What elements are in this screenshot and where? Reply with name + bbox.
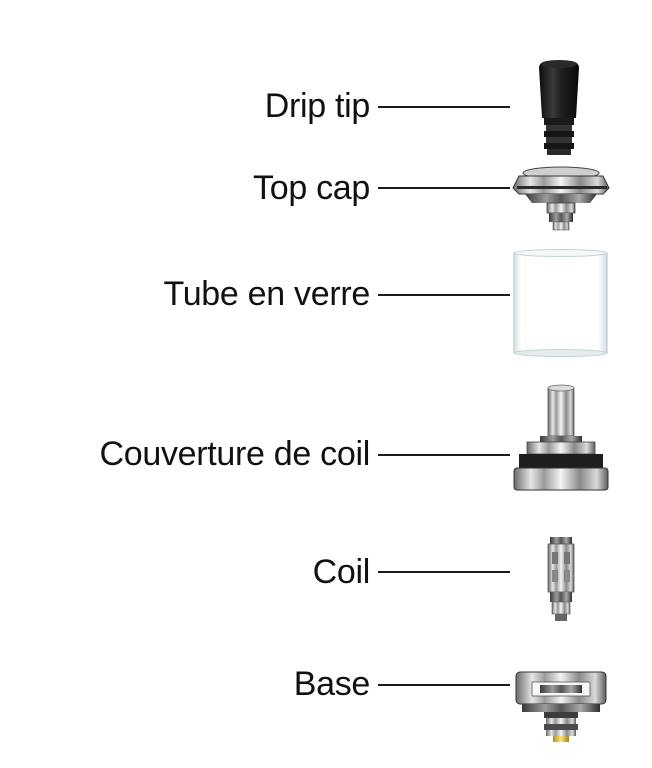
label-glass-tube: Tube en verre — [163, 275, 370, 313]
leader-line-drip-tip — [378, 106, 510, 108]
label-top-cap: Top cap — [253, 169, 370, 207]
label-base: Base — [293, 665, 371, 703]
glass-tube-icon — [513, 249, 608, 357]
leader-line-top-cap — [378, 187, 510, 189]
leader-line-base — [378, 684, 510, 686]
drip-tip-icon — [539, 60, 579, 155]
coil-cover-icon — [513, 384, 609, 491]
label-coil: Coil — [312, 553, 371, 591]
leader-line-coil — [378, 571, 510, 573]
coil-icon — [547, 537, 575, 621]
leader-line-glass-tube — [378, 294, 510, 296]
leader-line-coil-cover — [378, 454, 510, 456]
label-coil-cover: Couverture de coil — [99, 435, 370, 473]
base-icon — [515, 671, 607, 742]
label-drip-tip: Drip tip — [264, 87, 371, 125]
top-cap-icon — [512, 166, 610, 231]
